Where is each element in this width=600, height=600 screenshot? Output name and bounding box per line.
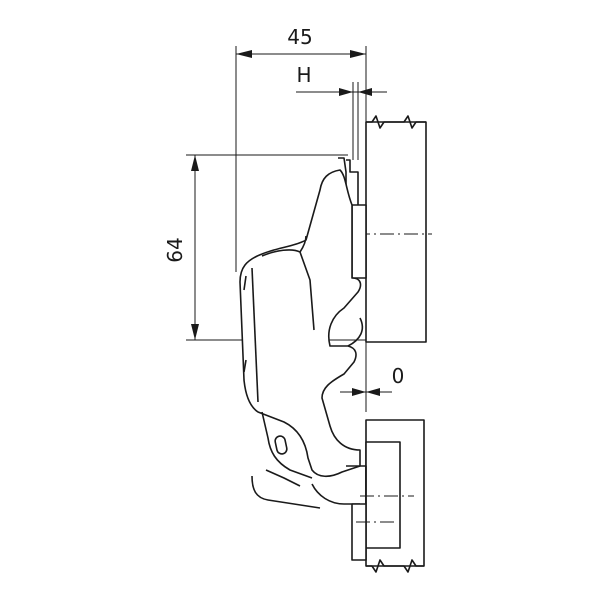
dimension-45: 45 [235,25,367,272]
door-panel [346,419,425,573]
dimension-h-label: H [296,63,311,87]
dimension-h: H [296,63,387,160]
dimension-0: 0 [340,340,404,412]
dimension-0-label: 0 [392,364,405,388]
mounting-plate [338,157,367,279]
dimension-45-label: 45 [287,25,312,49]
hinge-arm [239,169,364,509]
upper-panel [356,115,432,343]
dimension-64-label: 64 [163,237,187,262]
